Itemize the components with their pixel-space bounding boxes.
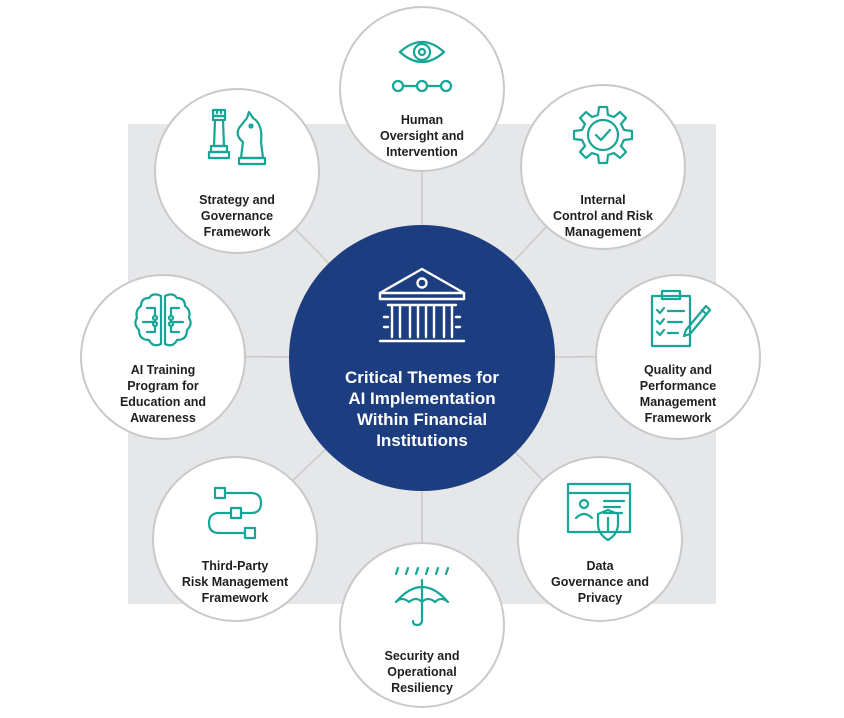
eye-process-icon [386,32,458,96]
theme-label: Third-Party Risk Management Framework [181,559,289,605]
theme-node-strategy-governance: Strategy and Governance Framework [154,88,320,254]
hub-title: Critical Themes for AI Implementation Wi… [345,368,499,450]
theme-label: Data Governance and Privacy [551,559,649,605]
clipboard-pen-icon [642,288,714,352]
theme-label: Quality and Performance Management Frame… [639,363,717,425]
umbrella-rain-icon [386,564,458,628]
theme-label: Strategy and Governance Framework [199,193,275,239]
browser-shield-icon [564,480,636,544]
theme-label: Internal Control and Risk Management [552,193,653,239]
connected-squares-icon [199,484,271,548]
chess-pieces-icon [201,106,273,170]
theme-node-data-governance: Data Governance and Privacy [517,456,683,622]
theme-node-human-oversight: Human Oversight and Intervention [339,6,505,172]
theme-node-third-party-risk: Third-Party Risk Management Framework [152,456,318,622]
brain-circuit-icon [127,290,199,354]
gear-check-icon [567,104,639,168]
theme-label: Human Oversight and Intervention [379,113,465,159]
central-hub: Critical Themes for AI Implementation Wi… [289,225,555,491]
theme-label: Security and Operational Resiliency [384,649,460,695]
theme-label: AI Training Program for Education and Aw… [119,363,207,425]
theme-node-internal-control: Internal Control and Risk Management [520,84,686,250]
theme-node-quality-performance: Quality and Performance Management Frame… [595,274,761,440]
theme-node-ai-training: AI Training Program for Education and Aw… [80,274,246,440]
theme-node-security-resiliency: Security and Operational Resiliency [339,542,505,708]
bank-building-icon [374,263,470,347]
